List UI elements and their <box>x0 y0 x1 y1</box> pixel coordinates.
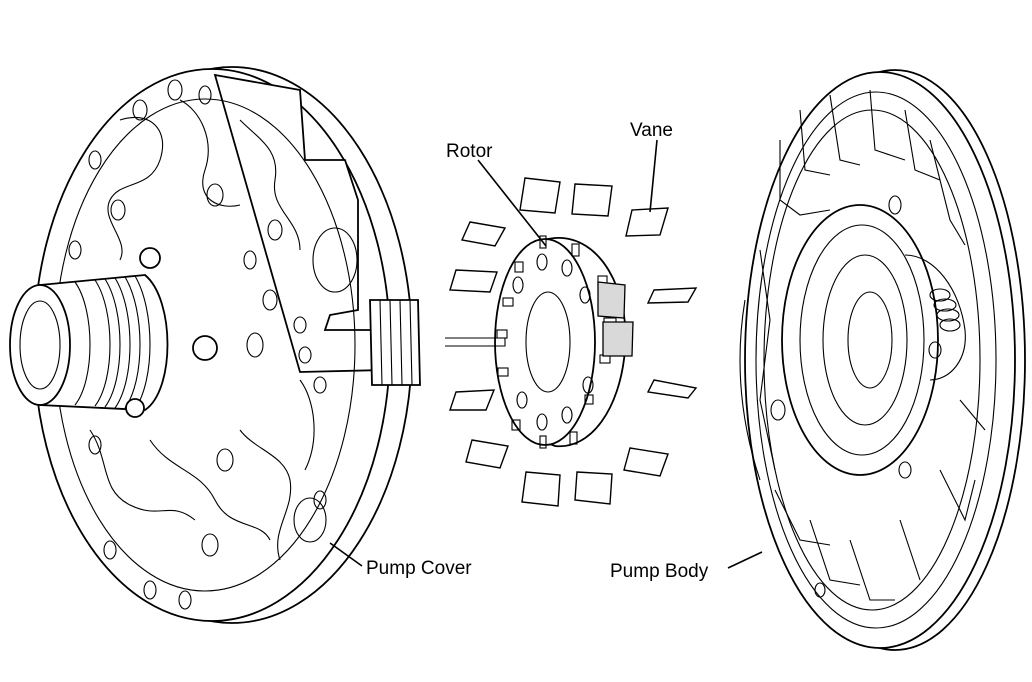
vane-drawing <box>449 177 698 507</box>
vane-label: Vane <box>630 120 673 141</box>
pump-body-label: Pump Body <box>610 561 709 582</box>
pump-body-drawing <box>739 69 1026 651</box>
rotor-drawing <box>445 235 634 449</box>
pump-body-leader <box>727 551 763 569</box>
pump-cover-leader <box>329 542 363 567</box>
pump-cover-drawing <box>9 66 421 624</box>
leader-lines <box>329 139 763 569</box>
pump-cover-label: Pump Cover <box>366 558 472 579</box>
rotor-label: Rotor <box>446 141 493 162</box>
vane-leader <box>649 139 658 213</box>
rotor-leader <box>477 159 547 247</box>
